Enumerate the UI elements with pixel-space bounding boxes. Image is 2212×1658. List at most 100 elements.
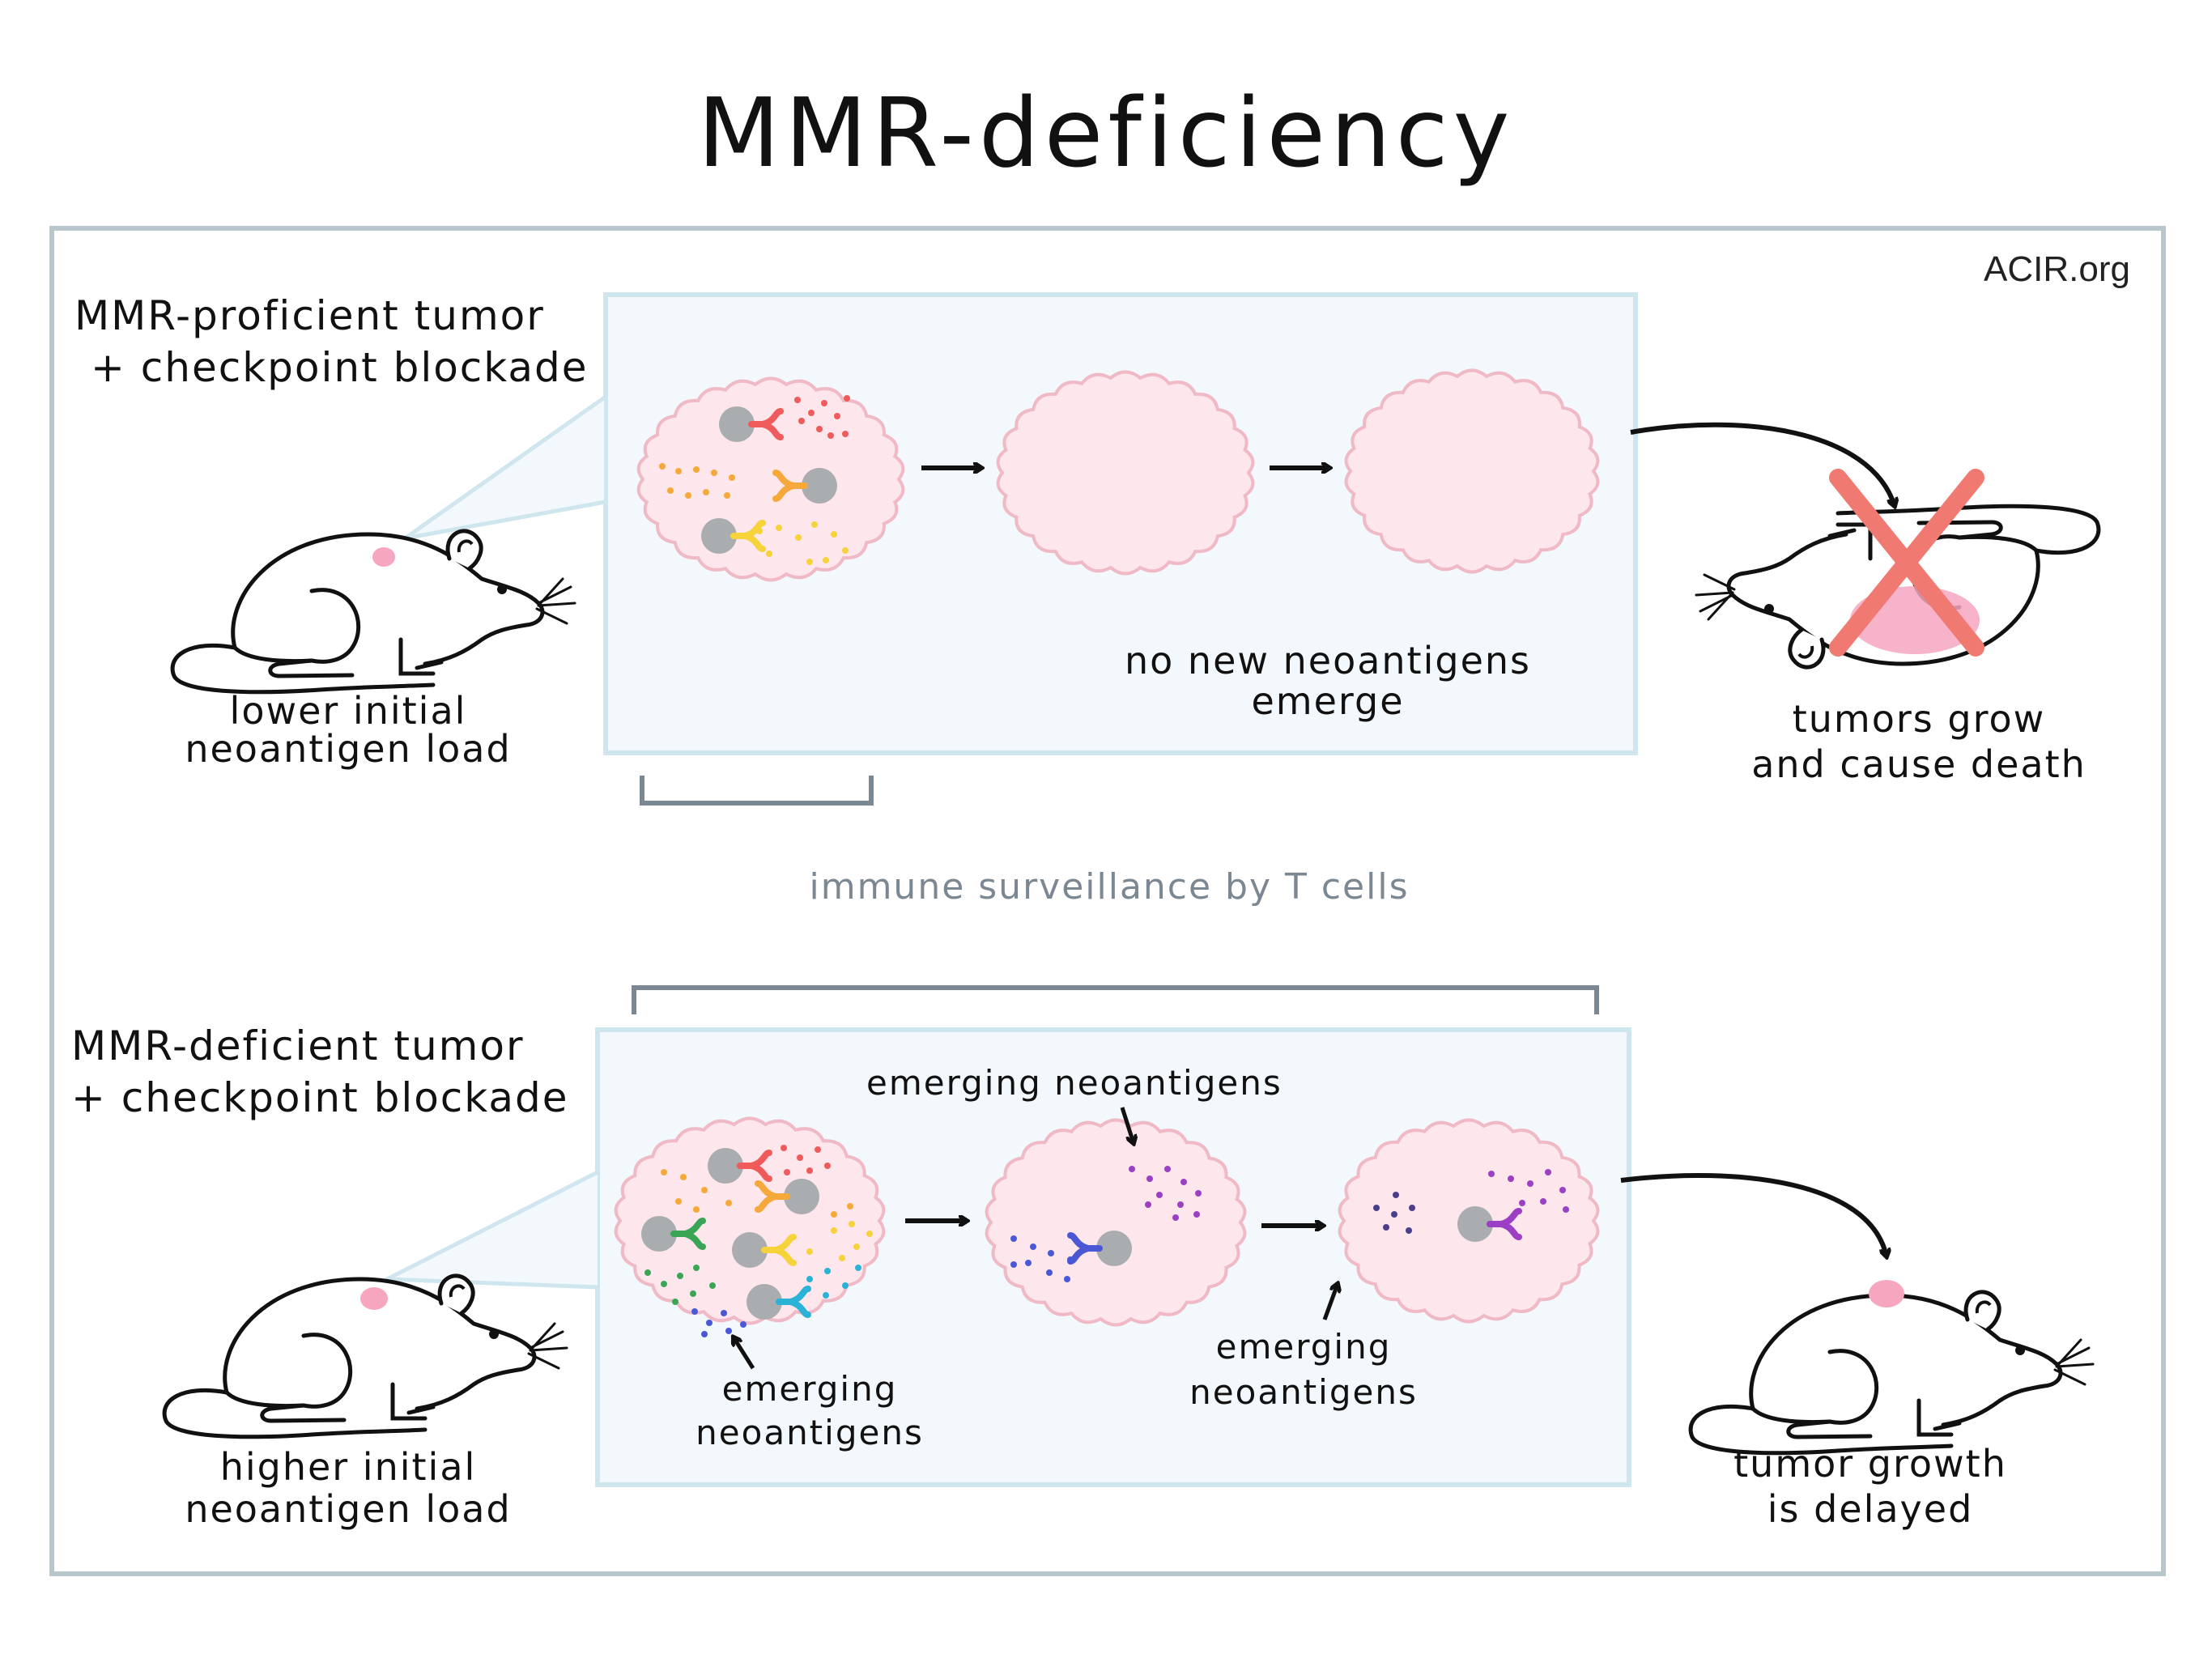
antigens-blue-b-dot (691, 1308, 698, 1315)
t-cell-yellow-b-receptor (761, 1234, 797, 1266)
antigens-yellow-top-dot (806, 559, 813, 565)
antigens-dark-b3-dot (1391, 1211, 1397, 1218)
antigens-blue-b-dot (725, 1328, 732, 1334)
antigens-yellow-top (756, 521, 849, 565)
antigens-orange-b-dot (693, 1206, 700, 1213)
top-panel-note-2: emerge (1251, 679, 1405, 723)
antigens-purple-b2-dot (1193, 1211, 1200, 1218)
antigens-blue-b2-dot (1064, 1276, 1070, 1282)
antigens-red-top-dot (821, 400, 827, 406)
cross-mark (1829, 469, 1984, 657)
antigens-purple-b3-dot (1508, 1175, 1514, 1182)
antigens-purple-b3-dot (1540, 1198, 1546, 1205)
tumor-bottom-2 (985, 1118, 1247, 1327)
antigens-dark-b3-dot (1406, 1227, 1412, 1234)
antigens-orange-top-dot (711, 470, 717, 476)
t-cell-green-b-body (641, 1216, 677, 1252)
antigens-purple-b2-dot (1129, 1166, 1135, 1172)
antigens-orange-b-dot (661, 1169, 667, 1175)
antigens-cyan-b-dot (824, 1268, 831, 1274)
antigens-blue-b2 (1010, 1235, 1074, 1282)
antigens-blue-b-dot (740, 1321, 747, 1328)
t-cell-red-b-receptor (737, 1150, 772, 1182)
antigens-yellow-b (806, 1221, 873, 1261)
antigens-red-top-dot (834, 413, 840, 419)
arrow-bottom-outcome (1620, 1173, 1887, 1256)
bottom-heading-1: MMR-deficient tumor (71, 1022, 525, 1069)
antigens-blue-b2-dot (1046, 1269, 1053, 1276)
antigens-green-b-dot (661, 1281, 667, 1287)
bottom-heading-2: + checkpoint blockade (71, 1074, 569, 1121)
antigens-red-b-dot (824, 1163, 831, 1169)
pointer-emerging-top (1120, 1107, 1134, 1143)
antigens-orange-top-dot (729, 474, 735, 481)
antigens-purple-b3-dot (1545, 1169, 1551, 1175)
antigens-orange-top-dot (659, 463, 666, 470)
antigens-red-b (781, 1145, 831, 1175)
antigens-purple-b3-dot (1563, 1206, 1569, 1213)
antigens-cyan-b-dot (855, 1265, 861, 1271)
emerging-mid-1: emerging (1215, 1327, 1392, 1367)
surveillance-label: immune surveillance by T cells (809, 866, 1410, 908)
antigens-yellow-b-dot (806, 1248, 813, 1255)
antigens-green-b-dot (693, 1265, 700, 1271)
antigens-blue-b (691, 1308, 747, 1337)
antigens-orange-b-dot (725, 1200, 732, 1206)
antigens-cyan-b-dot (806, 1276, 813, 1282)
antigens-red-top-dot (798, 418, 805, 424)
antigens-red-b-dot (815, 1146, 821, 1153)
antigens-yellow-top-dot (766, 551, 772, 557)
emerging-mid-2: neoantigens (1189, 1372, 1418, 1412)
antigens-purple-b2-dot (1195, 1190, 1202, 1197)
t-cell-yellow-body (701, 518, 737, 554)
antigens-yellow-top-dot (795, 534, 802, 541)
top-heading-2: + checkpoint blockade (91, 344, 589, 391)
antigens-red-top (794, 395, 850, 439)
page-title: MMR-deficiency (697, 77, 1515, 189)
antigens-purple-b3-dot (1559, 1187, 1566, 1193)
tumor-marks (641, 395, 1569, 1337)
t-cell-green-b-receptor (670, 1218, 706, 1250)
antigens-orange-top-dot (724, 492, 730, 499)
top-mouse-caption-1: lower initial (229, 689, 467, 733)
t-cell-red-body (719, 406, 755, 442)
antigens-blue-b-dot (706, 1320, 713, 1326)
emerging-top-label: emerging neoantigens (866, 1063, 1283, 1103)
antigens-purple-b2-dot (1180, 1179, 1187, 1185)
tumor-bottom-1 (614, 1116, 886, 1325)
antigens-red-b-dot (781, 1145, 787, 1151)
top-outcome-2: and cause death (1751, 742, 2087, 786)
antigens-purple-b2-dot (1145, 1201, 1151, 1208)
antigens-yellow-top-dot (756, 528, 763, 534)
antigens-red-top-dot (842, 431, 849, 437)
antigens-orange-top-dot (685, 492, 691, 499)
antigens-purple-b2-dot (1156, 1192, 1163, 1198)
short-bracket (640, 776, 874, 806)
t-cell-yellow-b (732, 1232, 797, 1268)
antigens-blue-b-dot (721, 1310, 727, 1316)
antigens-yellow-b-dot (853, 1244, 860, 1250)
mouse-top-tumor (372, 547, 395, 567)
t-cell-yellow-receptor (730, 520, 766, 552)
top-heading-1: MMR-proficient tumor (74, 292, 545, 339)
antigens-red-top-dot (816, 426, 823, 432)
pointer-emerging-mid (1322, 1284, 1338, 1320)
antigens-blue-b2-dot (1067, 1256, 1074, 1263)
t-cell-orange-body (802, 468, 837, 504)
t-cell-purple-b3-receptor (1487, 1208, 1522, 1240)
antigens-purple-b2-dot (1177, 1201, 1184, 1208)
tumors-top (636, 368, 1600, 582)
antigens-orange-b-dot (680, 1174, 687, 1180)
antigens-orange-top-dot (693, 466, 700, 473)
t-cell-cyan-b-receptor (776, 1286, 811, 1318)
antigens-red-top-dot (794, 397, 801, 403)
t-cell-cyan-b-body (747, 1284, 782, 1320)
antigens-green-b-dot (644, 1269, 651, 1276)
bottom-outcome-2: is delayed (1767, 1487, 1974, 1531)
antigens-yellow-top-dot (823, 557, 829, 563)
antigens-dark-b3 (1373, 1192, 1415, 1234)
emerging-left-1: emerging (721, 1369, 898, 1409)
top-mouse-caption-2: neoantigen load (185, 727, 512, 771)
bottom-mouse-caption-2: neoantigen load (185, 1487, 512, 1531)
